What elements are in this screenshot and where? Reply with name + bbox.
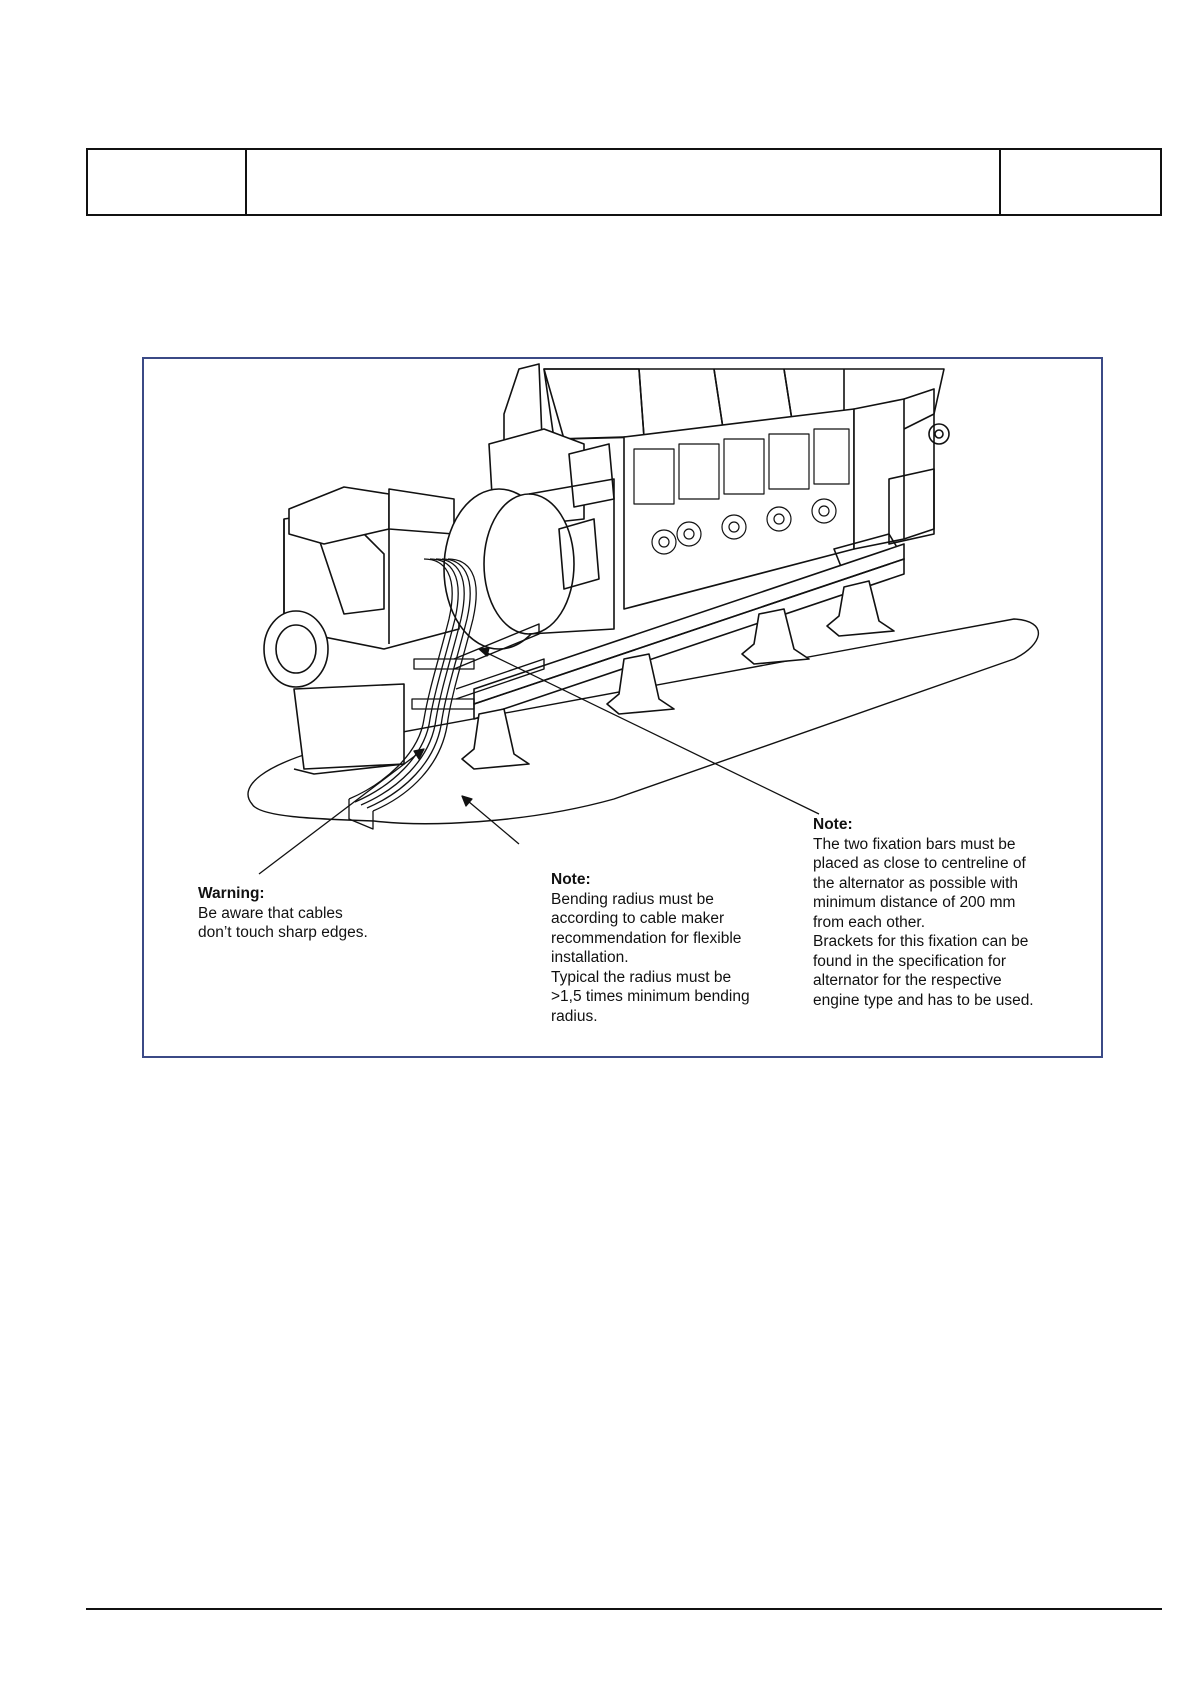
fixation-note-line: from each other. xyxy=(813,913,926,931)
bending-note-callout: Note: Bending radius must be according t… xyxy=(551,870,750,1026)
fixation-note-line: Brackets for this fixation can be xyxy=(813,933,1029,950)
fixation-note-line: found in the specification for xyxy=(813,952,1007,970)
fixation-note-line: alternator for the respective xyxy=(813,972,1002,989)
fixation-note-line: minimum distance of 200 mm xyxy=(813,894,1016,911)
header-cell-middle xyxy=(247,150,1001,214)
header-cell-left xyxy=(88,150,247,214)
bending-note-line: according to cable maker xyxy=(551,910,725,927)
footer-rule xyxy=(86,1608,1162,1610)
bending-note-line: installation. xyxy=(551,949,629,966)
ground-outline xyxy=(247,618,1040,825)
fixation-bars xyxy=(453,623,545,700)
fixation-note-line: the alternator as possible with xyxy=(813,874,1019,892)
warning-line: don’t touch sharp edges. xyxy=(198,924,368,941)
fixation-note-title: Note: xyxy=(813,816,853,833)
bending-note-line: Typical the radius must be xyxy=(551,968,732,986)
figure-frame xyxy=(142,357,1103,1058)
fixation-note-callout: Note: The two fixation bars must be plac… xyxy=(813,815,1034,1010)
supports xyxy=(461,580,895,770)
engine-block xyxy=(488,363,950,610)
bending-note-line: radius. xyxy=(551,1007,598,1025)
fixation-note-line: engine type and has to be used. xyxy=(813,991,1034,1009)
bending-note-title: Note: xyxy=(551,871,591,888)
bending-note-line: Bending radius must be xyxy=(551,890,714,908)
bending-note-line: recommendation for flexible xyxy=(551,929,742,947)
header-cell-right xyxy=(1001,150,1160,214)
leader-lines xyxy=(258,647,820,875)
bending-note-line: >1,5 times minimum bending xyxy=(551,988,750,1005)
warning-callout: Warning: Be aware that cables don’t touc… xyxy=(198,884,368,943)
warning-title: Warning: xyxy=(198,885,265,902)
header-table xyxy=(86,148,1162,216)
fixation-note-line: placed as close to centreline of xyxy=(813,855,1026,872)
alternator xyxy=(263,478,615,775)
fixation-note-line: The two fixation bars must be xyxy=(813,835,1016,853)
generator-set-drawing xyxy=(247,363,1040,875)
warning-line: Be aware that cables xyxy=(198,904,343,922)
